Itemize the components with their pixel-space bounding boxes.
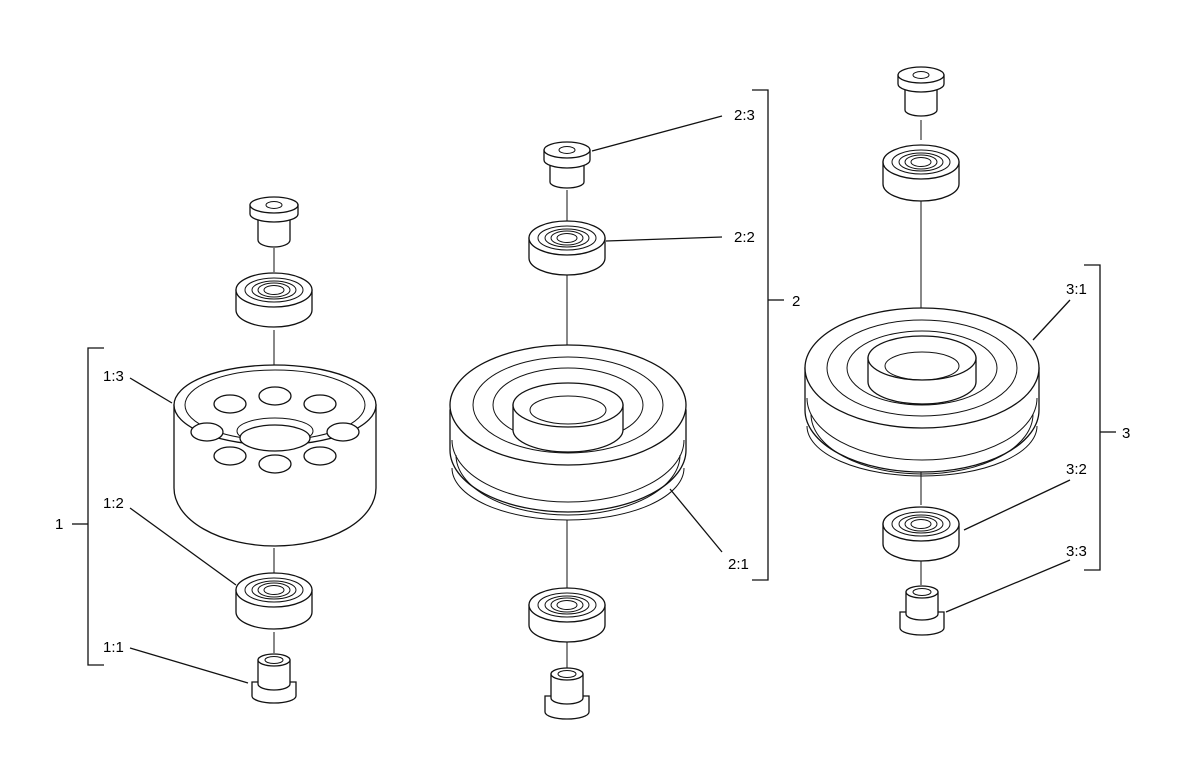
callout-3: 3 xyxy=(1122,425,1130,442)
wheel-1-3 xyxy=(173,364,377,547)
callout-2: 2 xyxy=(792,293,800,310)
callout-3-2: 3:2 xyxy=(1066,461,1087,478)
callout-2-2: 2:2 xyxy=(734,229,755,246)
bearing-1-2 xyxy=(235,572,313,630)
bushing-1-top xyxy=(249,196,299,248)
bracket-1 xyxy=(87,347,104,666)
bracket-3 xyxy=(1084,264,1101,571)
bushing-3-3 xyxy=(899,585,945,636)
bushing-2-3 xyxy=(543,141,591,189)
bushing-2-bottom xyxy=(544,667,590,720)
callout-1-2: 1:2 xyxy=(103,495,124,512)
assembly-3 xyxy=(804,66,1116,636)
bearing-2-bottom xyxy=(528,587,606,643)
pulley-2-1 xyxy=(449,344,687,521)
callout-1: 1 xyxy=(55,516,63,533)
bearing-1-top xyxy=(235,272,313,328)
bushing-1-1 xyxy=(251,653,297,704)
assembly-2 xyxy=(449,89,784,720)
callout-1-1: 1:1 xyxy=(103,639,124,656)
bearing-3-top xyxy=(882,144,960,202)
callout-2-1: 2:1 xyxy=(728,556,749,573)
bearing-3-2 xyxy=(882,506,960,562)
callout-3-3: 3:3 xyxy=(1066,543,1087,560)
bushing-3-top xyxy=(897,66,945,117)
callout-2-3: 2:3 xyxy=(734,107,755,124)
assembly-1 xyxy=(72,196,377,704)
callout-3-1: 3:1 xyxy=(1066,281,1087,298)
callout-1-3: 1:3 xyxy=(103,368,124,385)
bearing-2-2 xyxy=(528,220,606,276)
bracket-2 xyxy=(752,89,769,581)
pulley-3-1 xyxy=(804,307,1040,477)
